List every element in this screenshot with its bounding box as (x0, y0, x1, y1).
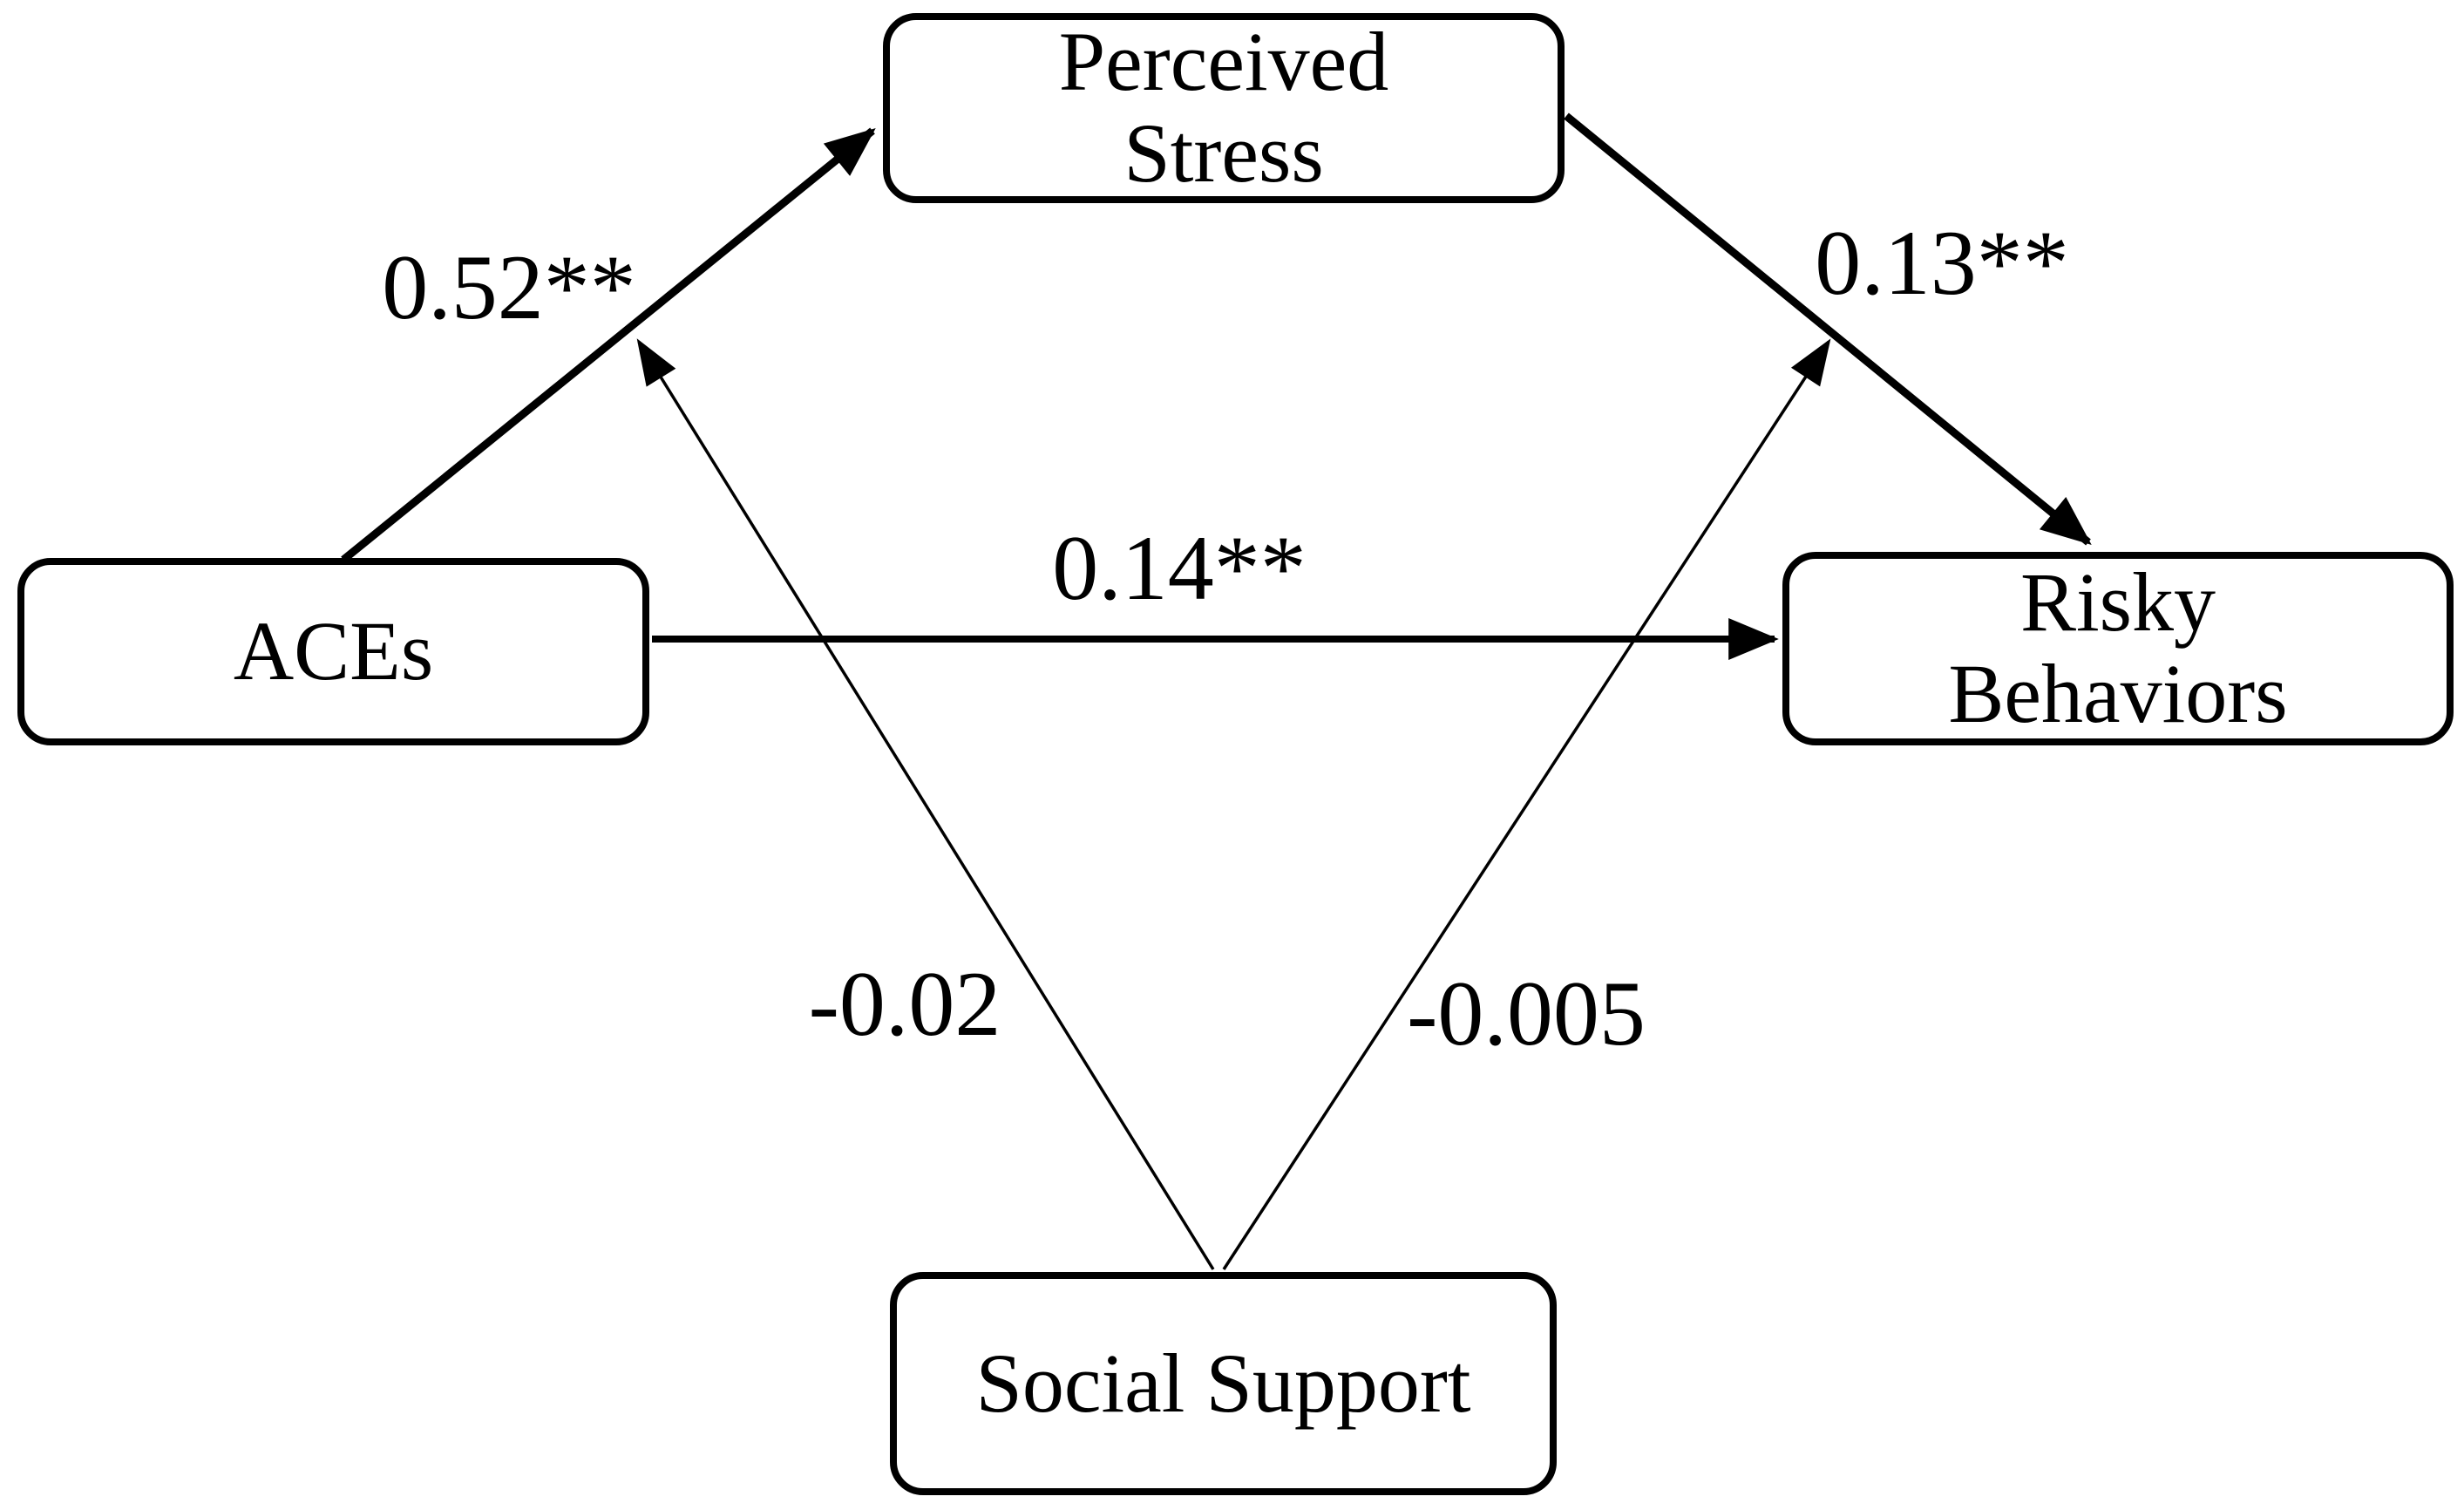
edge-perceived-stress-to-risky-behaviors (1564, 112, 2092, 546)
node-social-support-label: Social Support (975, 1336, 1471, 1430)
node-aces: ACEs (17, 558, 649, 745)
node-risky-behaviors-label-line1: Risky (2019, 555, 2216, 650)
node-aces-label: ACEs (233, 604, 434, 698)
coefficient-aces-to-stress: 0.52** (382, 236, 636, 338)
edge-aces-to-perceived-stress (341, 127, 876, 563)
edge-social-support-to-aces-stress-path (636, 338, 1215, 1270)
node-risky-behaviors-label-line2: Behaviors (1948, 647, 2288, 740)
node-risky-behaviors: Risky Behaviors (1782, 552, 2454, 745)
coefficient-stress-to-risky: 0.13** (1815, 212, 2069, 314)
edge-social-support-to-stress-risky-path (1222, 338, 1831, 1270)
coefficient-aces-to-risky: 0.14** (1052, 517, 1307, 619)
node-perceived-stress: Perceived Stress (883, 13, 1565, 203)
node-perceived-stress-label-line2: Stress (1123, 106, 1324, 200)
node-social-support: Social Support (890, 1272, 1557, 1495)
node-perceived-stress-label-line1: Perceived (1058, 15, 1389, 109)
coefficient-support-moderation-right: -0.005 (1407, 962, 1646, 1064)
coefficient-support-moderation-left: -0.02 (808, 953, 1001, 1055)
